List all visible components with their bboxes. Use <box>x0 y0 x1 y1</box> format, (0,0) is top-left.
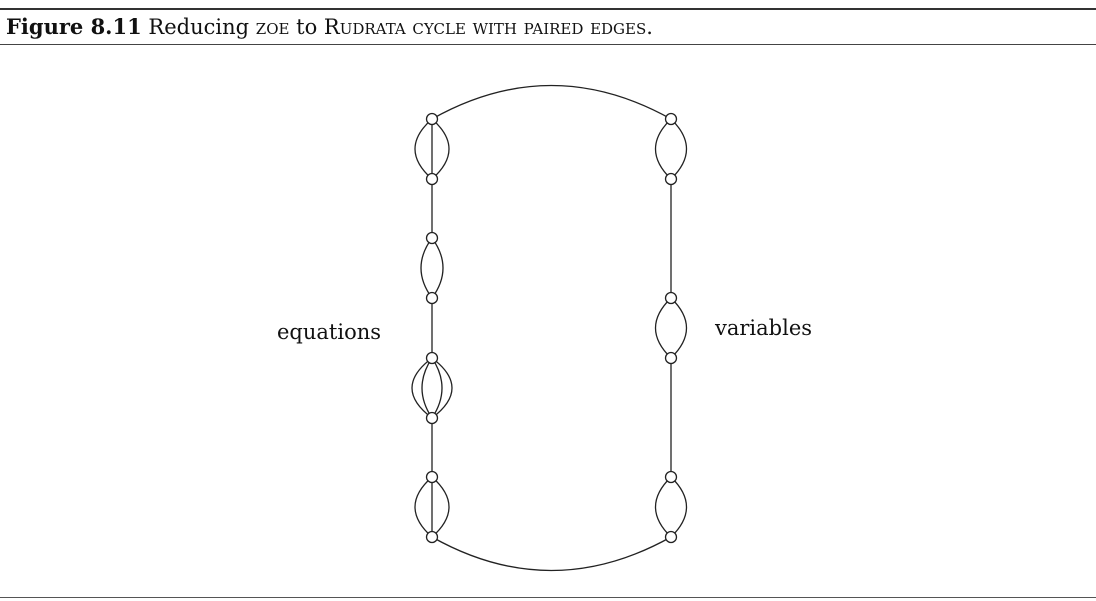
caption-rule <box>0 44 1096 45</box>
right-node-2 <box>664 172 678 186</box>
right-node-6 <box>664 530 678 544</box>
left-gadget-3-edge-c <box>431 357 443 419</box>
left-node-2 <box>425 172 439 186</box>
caption-problem-name: Rudrata cycle with paired edges <box>323 15 647 39</box>
left-node-6 <box>425 411 439 425</box>
right-gadget-3-edge-b <box>670 476 687 538</box>
bottom-arc-edge <box>431 536 672 572</box>
left-gadget-1-edge-c <box>431 118 450 180</box>
right-node-1 <box>664 112 678 126</box>
caption-text-reducing: Reducing <box>148 15 250 39</box>
equations-label: equations <box>277 320 382 344</box>
caption-text-to: to <box>296 15 318 39</box>
right-gadget-1-edge-a <box>655 118 672 180</box>
left-node-5 <box>425 351 439 365</box>
left-gadget-1-edge-a <box>414 118 433 180</box>
left-gadget-4-edge-c <box>431 476 450 538</box>
left-node-1 <box>425 112 439 126</box>
right-gadget-3-edge-a <box>655 476 672 538</box>
right-node-3 <box>664 291 678 305</box>
left-gadget-4-edge-a <box>414 476 433 538</box>
left-gadget-3-edge-d <box>431 357 453 419</box>
right-node-5 <box>664 470 678 484</box>
caption-period: . <box>646 15 653 39</box>
left-gadget-2-edge-b <box>431 237 444 299</box>
left-gadget-2-edge-a <box>420 237 433 299</box>
top-rule <box>0 8 1096 10</box>
top-arc-edge <box>431 84 672 120</box>
right-gadget-2-edge-b <box>670 297 687 359</box>
left-gadget-3-edge-b <box>421 357 433 419</box>
bottom-rule <box>0 597 1096 598</box>
caption-term-zoe: zoe <box>255 15 290 39</box>
variables-label: variables <box>715 316 813 340</box>
left-gadget-3-edge-a <box>411 357 433 419</box>
right-node-4 <box>664 351 678 365</box>
left-node-3 <box>425 231 439 245</box>
figure-number: Figure 8.11 <box>6 14 142 39</box>
figure-caption: Figure 8.11 Reducing zoe to Rudrata cycl… <box>6 14 653 39</box>
right-gadget-2-edge-a <box>655 297 672 359</box>
left-node-7 <box>425 470 439 484</box>
left-node-4 <box>425 291 439 305</box>
right-gadget-1-edge-b <box>670 118 687 180</box>
left-node-8 <box>425 530 439 544</box>
